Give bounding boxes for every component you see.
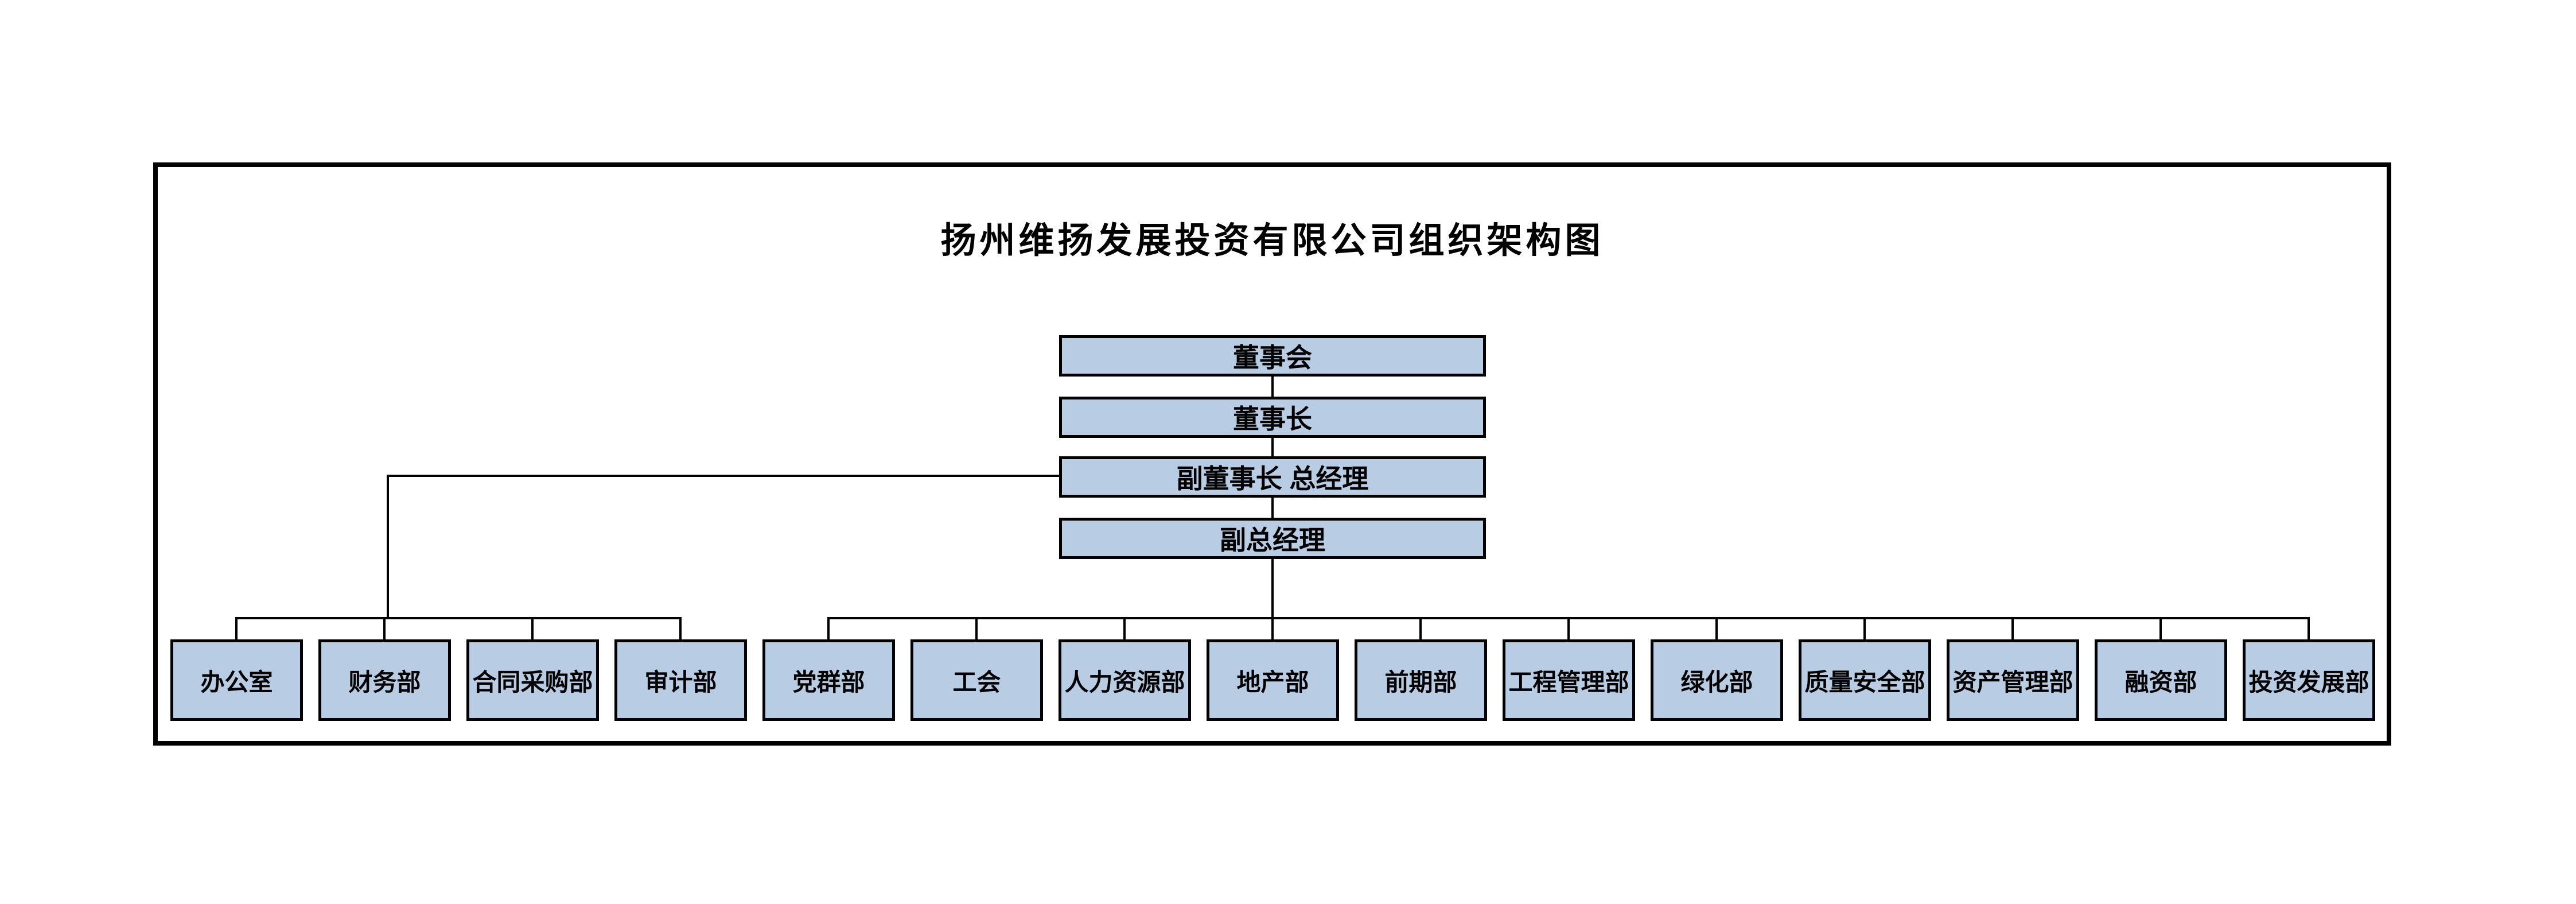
node-board-of-directors: 董事会 <box>1059 335 1486 377</box>
dept-labor-union: 工会 <box>910 639 1043 721</box>
dept-contract-procurement: 合同采购部 <box>466 639 599 721</box>
drop-investment-development <box>2307 617 2310 641</box>
dept-real-estate: 地产部 <box>1207 639 1339 721</box>
drop-financing <box>2159 617 2162 641</box>
connector-left-branch-vertical <box>387 475 389 619</box>
connector-deputy-gm-main-drop <box>1271 559 1274 641</box>
connector-left-branch-horizontal <box>387 475 1059 477</box>
drop-asset-management <box>2011 617 2014 641</box>
dept-preliminary: 前期部 <box>1355 639 1487 721</box>
drop-party-masses <box>827 617 830 641</box>
node-chairman: 董事长 <box>1059 397 1486 438</box>
connector-board-to-chairman <box>1271 377 1274 397</box>
drop-engineering-management <box>1567 617 1570 641</box>
dept-human-resources: 人力资源部 <box>1059 639 1191 721</box>
dept-engineering-management: 工程管理部 <box>1503 639 1635 721</box>
dept-quality-safety: 质量安全部 <box>1799 639 1931 721</box>
dept-greening: 绿化部 <box>1651 639 1783 721</box>
page-title: 扬州维扬发展投资有限公司组织架构图 <box>940 221 1604 261</box>
drop-contract-procurement <box>531 617 534 641</box>
dept-investment-development: 投资发展部 <box>2243 639 2375 721</box>
dept-finance: 财务部 <box>318 639 451 721</box>
bus-left-group <box>235 617 682 619</box>
node-vice-chairman-general-manager: 副董事长 总经理 <box>1059 456 1486 498</box>
drop-finance <box>383 617 386 641</box>
dept-asset-management: 资产管理部 <box>1947 639 2079 721</box>
dept-office: 办公室 <box>170 639 303 721</box>
connector-chairman-to-vice-chairman <box>1271 438 1274 456</box>
node-deputy-general-manager: 副总经理 <box>1059 518 1486 559</box>
drop-office <box>235 617 238 641</box>
dept-audit: 审计部 <box>614 639 747 721</box>
connector-vice-chairman-to-deputy-gm <box>1271 498 1274 518</box>
drop-labor-union <box>975 617 978 641</box>
drop-human-resources <box>1123 617 1126 641</box>
dept-financing: 融资部 <box>2095 639 2227 721</box>
drop-greening <box>1715 617 1718 641</box>
dept-party-masses: 党群部 <box>762 639 895 721</box>
drop-audit <box>679 617 682 641</box>
drop-quality-safety <box>1863 617 1866 641</box>
drop-preliminary <box>1419 617 1422 641</box>
